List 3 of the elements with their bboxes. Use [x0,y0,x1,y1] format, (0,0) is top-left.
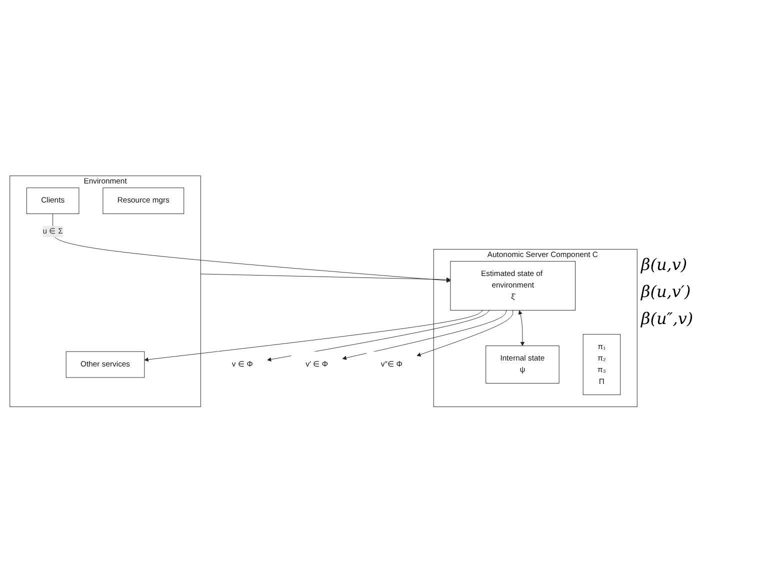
formula-label: β(u″,v) [641,308,694,328]
formula-label: β(u,v′) [641,282,692,300]
formula-label: β(u,v) [641,254,688,274]
